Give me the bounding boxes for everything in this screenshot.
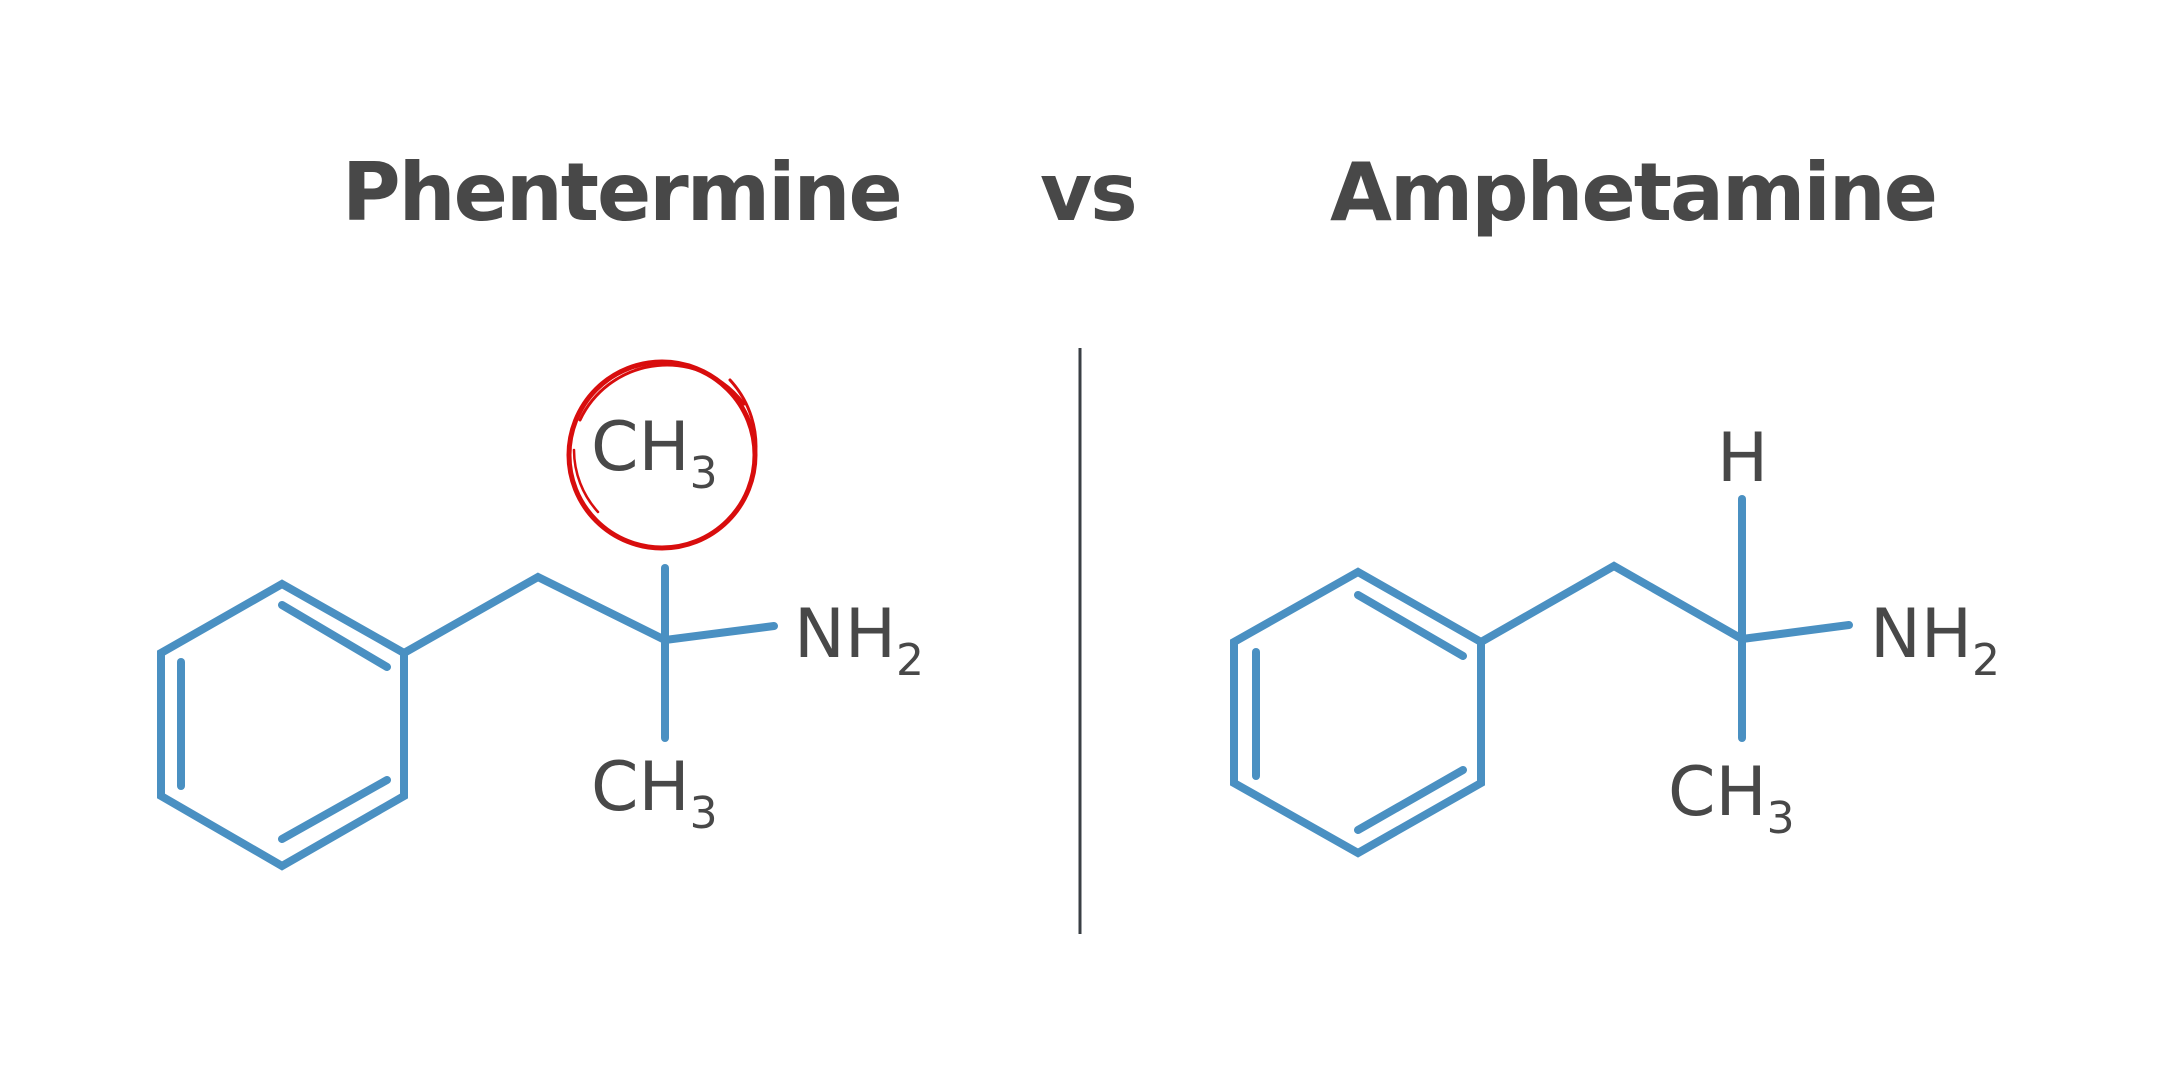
double-bond-upper: [1354, 591, 1467, 660]
amphetamine-structure: H NH2 CH3: [1230, 419, 2000, 858]
benzene-ring-left: [157, 579, 408, 871]
title-phentermine: Phentermine: [342, 146, 901, 239]
alkyl-chain-right: [1477, 561, 1746, 646]
top-group-left: CH3: [591, 408, 718, 499]
double-bond-lower: [278, 776, 391, 843]
phentermine-structure: CH3 NH2 CH3: [157, 359, 924, 871]
amine-group-left: NH2: [794, 595, 924, 686]
amine-bond-right: [1738, 621, 1853, 643]
bottom-group-left: CH3: [591, 748, 718, 839]
alkyl-chain-left: [400, 572, 669, 657]
top-group-right: H: [1717, 419, 1768, 498]
highlight-circle-icon: [566, 359, 758, 551]
double-bond-upper: [278, 601, 391, 671]
title-vs: vs: [1040, 146, 1136, 239]
amine-bond-left: [661, 622, 778, 644]
double-bond-lower: [1354, 766, 1467, 834]
amine-group-right: NH2: [1870, 595, 2000, 686]
title-amphetamine: Amphetamine: [1330, 146, 1936, 239]
benzene-ring-right: [1230, 567, 1485, 858]
bottom-group-right: CH3: [1668, 753, 1795, 844]
